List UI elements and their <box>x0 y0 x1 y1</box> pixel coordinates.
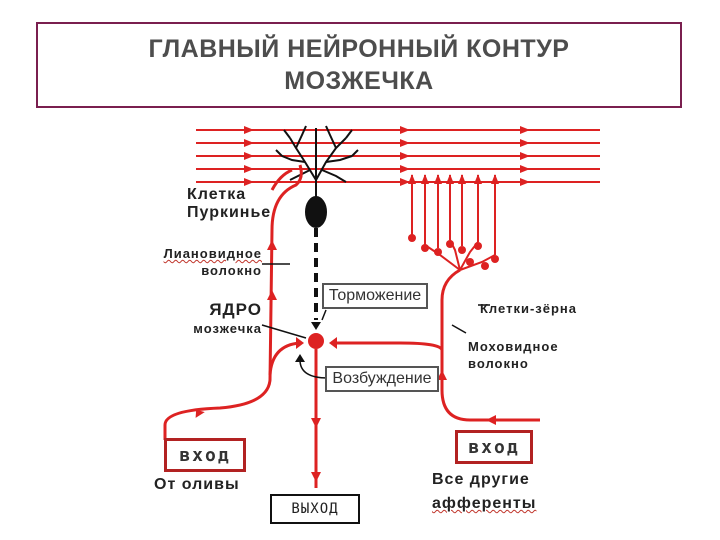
inhibition-label: Торможение <box>322 283 428 309</box>
afferents-label-line1: Все другие <box>432 471 530 488</box>
title-line-2: МОЗЖЕЧКА <box>284 67 434 95</box>
purkinje-label: Клетка Пуркинье <box>187 186 271 222</box>
mossy-label-line1: Моховидное <box>468 339 559 354</box>
nucleus-node-icon <box>308 333 324 349</box>
nucleus-label-line2: мозжечка <box>193 321 262 336</box>
parallel-fibers <box>196 126 600 186</box>
input-right-box: вход <box>455 430 533 464</box>
granule-cells-label: Клетки-зёрна <box>480 301 577 316</box>
purkinje-label-line2: Пуркинье <box>187 204 272 221</box>
afferents-label: Все другие афференты <box>432 468 536 516</box>
excitation-label: Возбуждение <box>325 366 439 392</box>
mossy-fiber <box>332 268 540 422</box>
nucleus-label: ЯДРО мозжечка <box>170 300 262 337</box>
label-pointers <box>261 263 490 379</box>
climbing-label-line2: волокно <box>201 263 262 278</box>
input-left-box: вход <box>164 438 246 472</box>
afferents-label-line2: афференты <box>432 495 537 512</box>
climbing-fiber <box>163 164 303 440</box>
purkinje-label-line1: Клетка <box>187 186 247 203</box>
output-box: ВЫХОД <box>270 494 360 524</box>
from-olive-label: От оливы <box>154 476 240 493</box>
title-box: ГЛАВНЫЙ НЕЙРОННЫЙ КОНТУР МОЗЖЕЧКА <box>36 22 682 108</box>
purkinje-cell-icon <box>275 125 359 320</box>
nucleus-label-line1: ЯДРО <box>209 300 262 319</box>
granule-cells-icon <box>411 175 496 271</box>
mossy-fiber-label: Моховидное волокно <box>468 338 559 372</box>
title-line-1: ГЛАВНЫЙ НЕЙРОННЫЙ КОНТУР <box>148 35 570 63</box>
climbing-fiber-label: Лиановидное волокно <box>150 245 262 279</box>
climbing-label-line1: Лиановидное <box>163 246 262 261</box>
mossy-label-line2: волокно <box>468 356 529 371</box>
